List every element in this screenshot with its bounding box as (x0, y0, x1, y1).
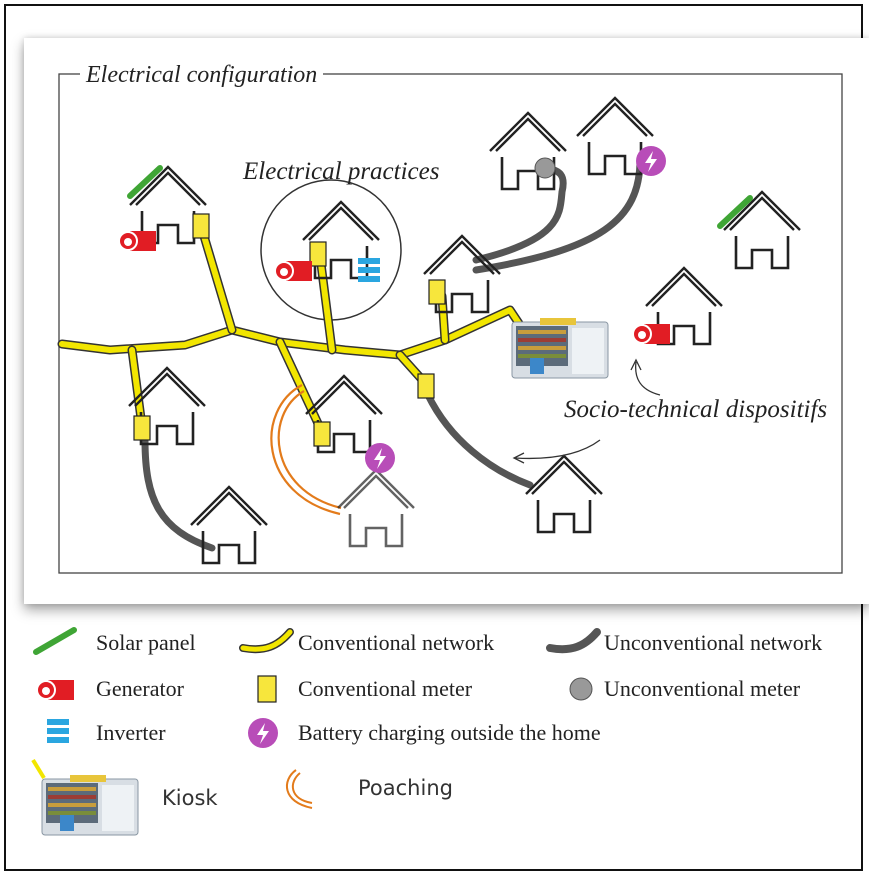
legend-conventional-network-label: Conventional network (298, 630, 495, 655)
diagram-title: Electrical configuration (80, 62, 324, 89)
dispositifs-arrows (512, 358, 661, 464)
legend-inverter-label: Inverter (96, 720, 166, 745)
conventional-meter-icon (417, 373, 435, 399)
kiosk-icon (511, 317, 609, 379)
inner-frame (58, 73, 843, 574)
legend-inverter-icon (47, 719, 69, 743)
legend-kiosk-icon (41, 774, 139, 836)
legend-conventional-meter-icon (257, 675, 277, 703)
legend-generator-icon (36, 679, 75, 701)
house-solar-right (722, 190, 802, 270)
house-poached (336, 468, 416, 548)
legend-unconventional-network-label: Unconventional network (604, 630, 823, 655)
house-bottom-right (524, 454, 604, 534)
legend-generator-label: Generator (96, 676, 184, 701)
legend-unconventional-meter-label: Unconventional meter (604, 676, 801, 701)
dispositifs-label: Socio-technical dispositifs (564, 396, 828, 423)
legend-battery-icon (248, 718, 278, 748)
legend-unconventional-meter-icon (569, 677, 593, 701)
legend-battery-label: Battery charging outside the home (298, 720, 601, 745)
conventional-meter-icon (192, 213, 210, 239)
inverter-icon (358, 258, 380, 282)
legend-unconventional-network-icon (546, 628, 601, 654)
practices-circle (260, 179, 402, 321)
legend-kiosk-cable (31, 758, 46, 780)
unconventional-meter-icon (534, 157, 556, 179)
generator-icon (632, 323, 671, 345)
conventional-meter-icon (133, 415, 151, 441)
legend-kiosk-label: Kiosk (162, 786, 218, 810)
generator-icon (274, 260, 313, 282)
conventional-meter-icon (313, 421, 331, 447)
generator-icon (118, 230, 157, 252)
conventional-meter-icon (428, 279, 446, 305)
house-unconventional-meter (488, 111, 568, 191)
solar-panel-icon (717, 195, 753, 229)
battery-icon (636, 146, 666, 176)
legend-conventional-meter-label: Conventional meter (298, 676, 473, 701)
house-bottom-left (189, 485, 269, 565)
poaching-line (270, 384, 342, 516)
conventional-meter-icon (309, 241, 327, 267)
practices-label: Electrical practices (243, 158, 440, 185)
legend-poaching-label: Poaching (358, 776, 453, 800)
battery-icon (365, 443, 395, 473)
legend-poaching-icon (286, 769, 313, 809)
unconventional-network (141, 156, 644, 552)
house-practices (301, 200, 381, 280)
legend-solar-icon (33, 627, 77, 655)
legend-solar-label: Solar panel (96, 630, 196, 655)
solar-panel-icon (127, 165, 163, 199)
